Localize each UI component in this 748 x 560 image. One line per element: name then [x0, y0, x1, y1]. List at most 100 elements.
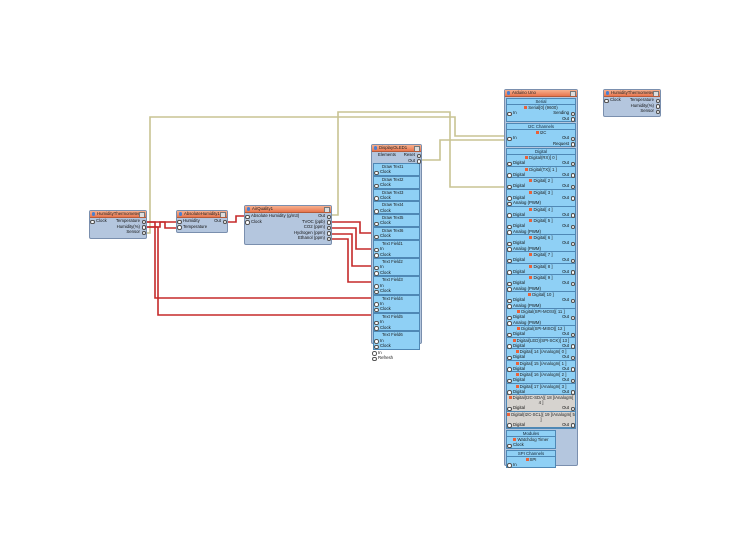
edit-icon[interactable] — [414, 145, 420, 151]
element-pin-clock[interactable]: Clock — [374, 208, 419, 214]
input-pin[interactable]: Digital — [513, 342, 525, 348]
elements-label[interactable]: Elements — [378, 152, 396, 157]
element-name[interactable]: Text Field2 — [382, 259, 403, 265]
input-pin[interactable]: Digital — [513, 160, 525, 165]
output-pin[interactable]: Out — [562, 212, 572, 218]
input-pin[interactable]: Analog (PWM) — [513, 319, 541, 325]
input-pin[interactable]: Analog (PWM) — [513, 200, 541, 205]
wire-ht1-to-textfield6[interactable] — [146, 226, 372, 316]
input-pin[interactable]: Digital — [513, 257, 525, 262]
input-pin[interactable]: Clock — [96, 218, 107, 223]
element-name[interactable]: Draw Text1 — [382, 164, 404, 169]
input-pin[interactable]: Absolute Humidity (g/m3) — [251, 213, 300, 218]
output-pin[interactable]: Out — [214, 218, 224, 224]
component-header[interactable]: AbsoluteHumidity1 — [177, 211, 227, 218]
output-pin[interactable]: Out — [562, 195, 572, 201]
element-name[interactable]: Draw Text6 — [382, 227, 404, 233]
output-pin[interactable]: Out — [562, 343, 572, 349]
input-pin[interactable]: Digital — [513, 405, 525, 410]
element-name[interactable]: Text Field3 — [382, 277, 403, 283]
output-pin[interactable]: CO2 (ppm) — [304, 224, 328, 230]
output-pin[interactable]: Humidity(%) — [117, 224, 143, 230]
output-pin[interactable]: Out — [562, 377, 572, 383]
input-pin[interactable]: Digital — [513, 354, 525, 359]
wire-ht1-to-textfield5[interactable] — [146, 221, 372, 299]
element-name[interactable]: Text Field4 — [382, 295, 403, 301]
input-pin[interactable]: Analog (PWM) — [513, 228, 541, 234]
digital-pin[interactable]: Digital(I2C-SDA)[ 18 ]/AnalogIn[ 4 ]Digi… — [507, 395, 575, 412]
input-pin[interactable]: Clock — [610, 97, 621, 102]
output-pin[interactable]: Out — [562, 354, 572, 360]
input-pin[interactable]: Digital — [513, 223, 525, 228]
output-pin[interactable]: Out — [562, 422, 572, 428]
wire-co2-to-textfield2[interactable] — [331, 227, 372, 250]
input-pin[interactable]: Digital — [513, 388, 525, 394]
output-pin[interactable]: Out — [562, 314, 572, 320]
output-pin[interactable]: Out — [562, 280, 572, 286]
element-pin-in[interactable]: In — [374, 264, 419, 270]
input-pin[interactable]: Digital — [513, 331, 525, 336]
input-pin[interactable]: Digital — [513, 297, 525, 302]
element-pin-clock[interactable]: Clock — [374, 195, 419, 201]
output-pin[interactable]: Humidity(%) — [631, 103, 657, 109]
modules-item[interactable]: Watchdog Timer — [507, 437, 555, 442]
element-pin-clock[interactable]: Clock — [374, 343, 419, 349]
i2c-channel[interactable]: I2C — [507, 130, 575, 135]
input-pin[interactable]: Digital — [513, 171, 525, 177]
spi-item[interactable]: SPI — [507, 457, 555, 462]
input-pin[interactable]: In — [513, 135, 517, 140]
output-pin[interactable]: Out — [562, 160, 572, 166]
element-name[interactable]: Text Field1 — [382, 240, 403, 246]
element-name[interactable]: Text Field6 — [382, 332, 403, 338]
element-pin-clock[interactable]: Clock — [374, 220, 419, 226]
reset-pin[interactable]: Reset — [404, 152, 418, 158]
element-pin-in[interactable]: In — [374, 283, 419, 289]
element-pin-clock[interactable]: Clock — [374, 325, 419, 331]
input-pin[interactable]: Digital — [513, 365, 525, 371]
output-pin[interactable]: Sensor — [126, 229, 143, 235]
wire-tvoc-to-textfield1[interactable] — [331, 221, 372, 234]
input-pin[interactable]: Analog (PWM) — [513, 245, 541, 251]
input-pin[interactable]: Digital — [513, 377, 525, 382]
oled-pin-in[interactable]: In — [372, 350, 421, 356]
input-pin[interactable]: Clock — [251, 218, 262, 224]
output-pin[interactable]: Out — [562, 116, 572, 122]
edit-icon[interactable] — [324, 206, 330, 212]
input-pin[interactable]: Analog (PWM) — [513, 302, 541, 308]
element-pin-clock[interactable]: Clock — [374, 252, 419, 258]
output-pin[interactable]: Request — [553, 141, 572, 147]
component-header[interactable]: HumidityThermometer2 — [604, 90, 660, 97]
element-pin-in[interactable]: In — [374, 301, 419, 307]
output-pin[interactable]: Out — [562, 269, 572, 275]
element-name[interactable]: Draw Text2 — [382, 176, 404, 182]
input-pin[interactable]: Digital — [513, 314, 525, 319]
output-pin[interactable]: Ethanol (ppm) — [298, 235, 328, 241]
element-pin-clock[interactable]: Clock — [374, 306, 419, 312]
input-pin[interactable]: Digital — [513, 183, 525, 188]
output-pin[interactable]: Temperature — [116, 218, 143, 224]
wire-oled-out-to-i2c[interactable] — [421, 139, 505, 161]
output-pin[interactable]: Out — [562, 257, 572, 263]
